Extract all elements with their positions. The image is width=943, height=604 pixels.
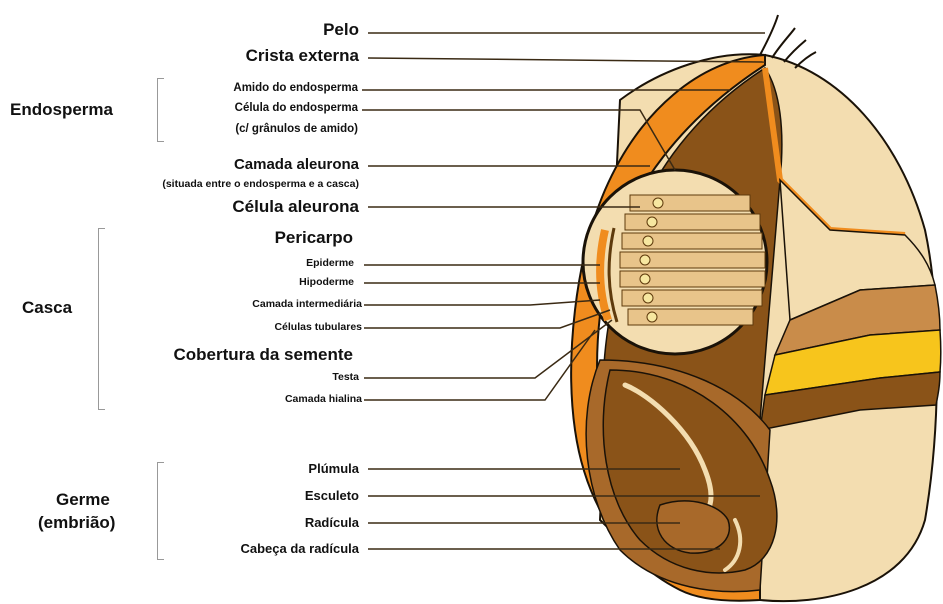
bracket-casca [98, 228, 105, 410]
label-plumula: Plúmula [308, 461, 359, 476]
label-granulos-amido: (c/ grânulos de amido) [235, 123, 358, 135]
label-epiderme: Epiderme [306, 257, 354, 269]
label-celulas-tubulares: Células tubulares [274, 321, 362, 333]
group-germe-line2: (embrião) [38, 513, 115, 533]
label-cobertura-semente: Cobertura da semente [174, 345, 354, 365]
label-celula-endosperma: Célula do endosperma [235, 102, 358, 114]
label-camada-aleurona: Camada aleurona [234, 156, 359, 173]
label-escuteto: Esculeto [305, 488, 359, 503]
group-endosperma: Endosperma [10, 100, 113, 120]
label-celula-aleurona: Célula aleurona [232, 197, 359, 217]
label-pericarpo: Pericarpo [275, 228, 353, 248]
label-situada: (situada entre o endosperma e a casca) [162, 178, 359, 190]
bracket-endosperma [157, 78, 164, 142]
label-pelo: Pelo [323, 20, 359, 40]
group-germe-line1: Germe [56, 490, 110, 510]
label-crista-externa: Crista externa [246, 46, 359, 66]
bracket-germe [157, 462, 164, 560]
group-casca: Casca [22, 298, 72, 318]
label-hipoderme: Hipoderme [299, 276, 354, 288]
label-amido-endosperma: Amido do endosperma [233, 82, 358, 94]
label-camada-intermediaria: Camada intermediária [252, 298, 362, 310]
label-radicula: Radícula [305, 515, 359, 530]
label-cabeca-radicula: Cabeça da radícula [241, 541, 360, 556]
label-camada-hialina: Camada hialina [285, 393, 362, 405]
label-testa: Testa [332, 371, 359, 383]
